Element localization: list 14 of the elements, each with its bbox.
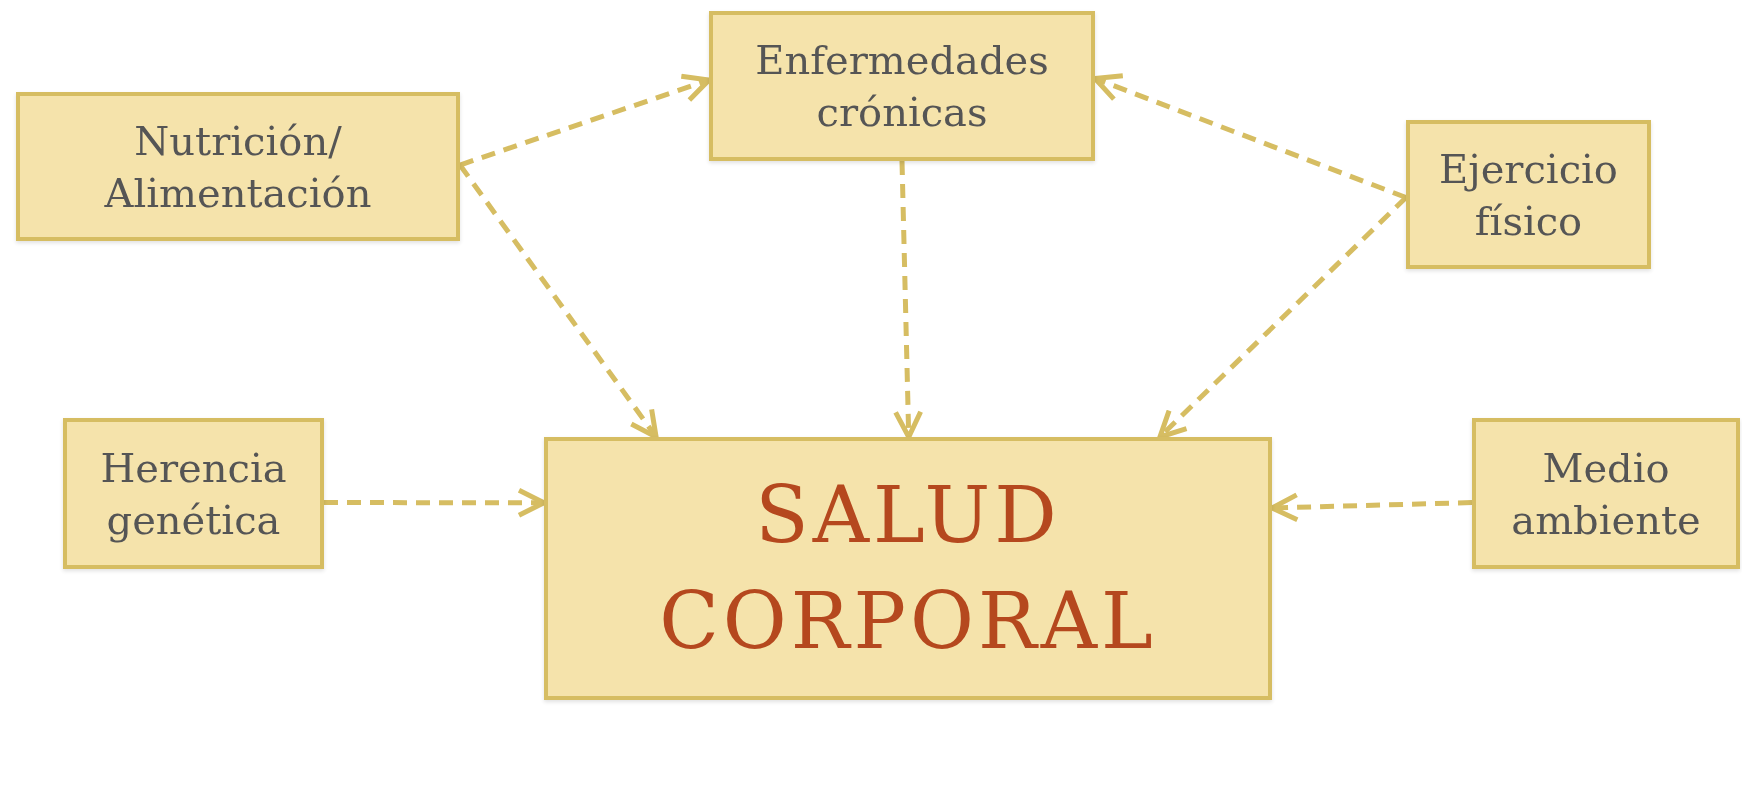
node-label: Nutrición/ Alimentación — [103, 116, 373, 218]
factor-box — [16, 92, 460, 241]
node-label: Herencia genética — [99, 443, 288, 545]
central-box — [544, 437, 1272, 700]
factor-box — [709, 11, 1095, 161]
node-label: Medio ambiente — [1510, 443, 1702, 545]
factor-box — [63, 418, 324, 569]
factor-box — [1472, 418, 1740, 569]
dashed-arrow — [893, 160, 924, 440]
node-label: Ejercicio físico — [1438, 144, 1619, 246]
dashed-arrow — [1157, 195, 1408, 440]
factor-box — [1406, 120, 1651, 269]
node-label: Enfermedades crónicas — [754, 36, 1050, 137]
main-title: SALUD CORPORAL — [658, 469, 1158, 668]
